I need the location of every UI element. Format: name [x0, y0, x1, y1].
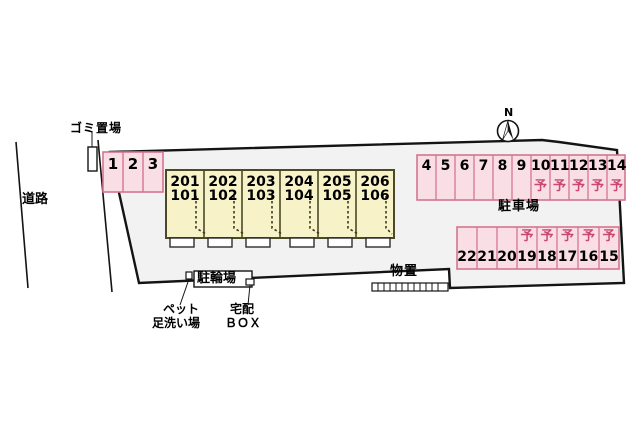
pet-wash-marker — [179, 271, 193, 306]
compass-north-label: N — [504, 106, 514, 119]
unit-202-upper[interactable]: 202 — [208, 174, 238, 190]
delivery-box-marker — [245, 278, 255, 306]
parking-stall-16[interactable]: 16 — [578, 249, 599, 265]
bicycle-parking-label: 駐輪場 — [197, 271, 237, 286]
parking-row-south — [456, 226, 620, 270]
trash-area-label: ゴミ置場 — [70, 121, 123, 135]
storage-label: 物置 — [390, 264, 419, 279]
parking-stall-2[interactable]: 2 — [127, 155, 139, 173]
unit-203-upper[interactable]: 203 — [246, 174, 276, 190]
parking-lot-label: 駐車場 — [498, 199, 541, 214]
pet-wash-label-line2: 足洗い場 — [152, 316, 201, 330]
parking-stall-15[interactable]: 15 — [599, 249, 619, 265]
parking-stall-14[interactable]: 14 — [607, 158, 627, 174]
road-area — [15, 139, 113, 293]
parking-row-north — [416, 154, 626, 201]
trash-enclosure — [87, 131, 98, 172]
pet-wash-label-line1: ペット — [163, 302, 200, 316]
delivery-box-label-line1: 宅配 — [230, 302, 255, 316]
unit-201-upper[interactable]: 201 — [170, 174, 200, 190]
parking-stall-4[interactable]: 4 — [421, 158, 432, 174]
delivery-box-label-line2: ＢＯＸ — [225, 316, 262, 330]
parking-stall-21[interactable]: 21 — [477, 249, 497, 265]
reserved-mark-17: 予 — [560, 229, 574, 244]
parking-stall-12[interactable]: 12 — [569, 158, 589, 174]
unit-105-lower[interactable]: 105 — [322, 188, 352, 204]
unit-102-lower[interactable]: 102 — [208, 188, 238, 204]
parking-stall-10[interactable]: 10 — [531, 158, 551, 174]
reserved-mark-11: 予 — [552, 179, 566, 194]
reserved-mark-13: 予 — [590, 179, 604, 194]
unit-104-lower[interactable]: 104 — [284, 188, 314, 204]
parking-stall-6[interactable]: 6 — [459, 158, 470, 174]
unit-106-lower[interactable]: 106 — [360, 188, 390, 204]
unit-205-upper[interactable]: 205 — [322, 174, 352, 190]
reserved-mark-15: 予 — [602, 229, 616, 244]
parking-stall-1[interactable]: 1 — [107, 155, 119, 173]
parking-stall-19[interactable]: 19 — [517, 249, 537, 265]
storage-strip — [371, 282, 449, 292]
parking-stall-9[interactable]: 9 — [516, 158, 527, 174]
parking-stall-22[interactable]: 22 — [457, 249, 477, 265]
parking-stall-18[interactable]: 18 — [537, 249, 557, 265]
unit-101-lower[interactable]: 101 — [170, 188, 200, 204]
parking-stall-8[interactable]: 8 — [497, 158, 508, 174]
parking-row-west — [102, 151, 164, 193]
parking-stall-20[interactable]: 20 — [497, 249, 517, 265]
reserved-mark-10: 予 — [533, 179, 547, 194]
reserved-mark-19: 予 — [520, 229, 534, 244]
parking-stall-7[interactable]: 7 — [478, 158, 489, 174]
reserved-mark-18: 予 — [540, 229, 554, 244]
reserved-mark-16: 予 — [581, 229, 595, 244]
north-arrow-icon — [496, 119, 520, 143]
road-label: 道路 — [22, 192, 49, 207]
unit-204-upper[interactable]: 204 — [284, 174, 314, 190]
parking-stall-5[interactable]: 5 — [440, 158, 451, 174]
unit-103-lower[interactable]: 103 — [246, 188, 276, 204]
unit-206-upper[interactable]: 206 — [360, 174, 390, 190]
parking-stall-11[interactable]: 11 — [550, 158, 570, 174]
parking-stall-17[interactable]: 17 — [557, 249, 578, 265]
building-footprint — [165, 169, 395, 248]
parking-stall-13[interactable]: 13 — [588, 158, 608, 174]
reserved-mark-12: 予 — [571, 179, 585, 194]
parking-stall-3[interactable]: 3 — [147, 155, 159, 173]
reserved-mark-14: 予 — [609, 179, 623, 194]
